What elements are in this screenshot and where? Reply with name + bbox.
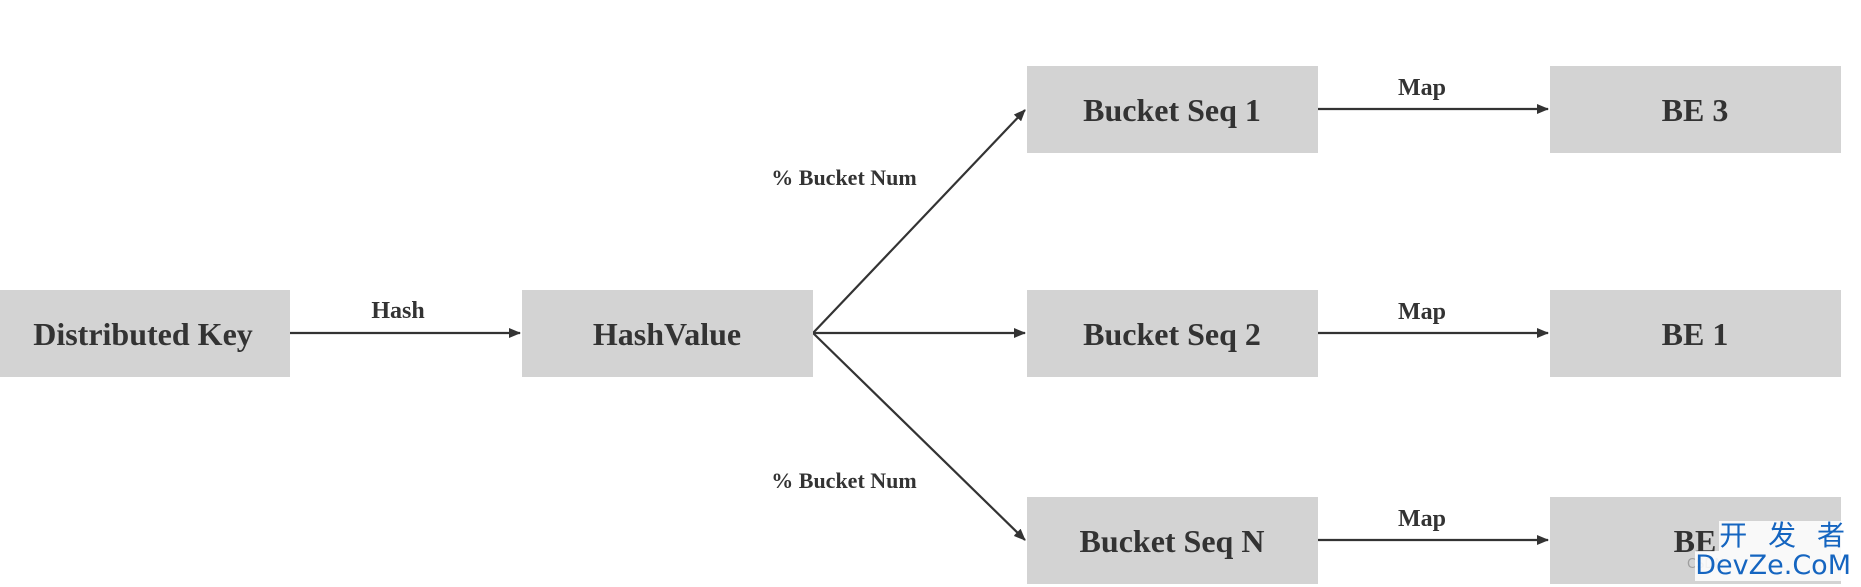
edge-hash-to-bucket-1 — [812, 109, 1026, 334]
edge-label-bucket-num-bottom: % Bucket Num — [771, 468, 916, 493]
node-bucket-seq-n: Bucket Seq N — [1027, 497, 1318, 584]
edge-label-map-1: Map — [1398, 75, 1446, 101]
edge-label-bucket-num-top: % Bucket Num — [771, 165, 916, 190]
node-bucket-seq-n-label: Bucket Seq N — [1080, 523, 1265, 559]
edge-label-map-2: Map — [1398, 299, 1446, 325]
node-be-1: BE 1 — [1550, 290, 1841, 377]
watermark-site-en: DevZe.CoM — [1695, 550, 1851, 581]
edge-hash-to-bucket-n — [812, 332, 1026, 541]
node-bucket-seq-1: Bucket Seq 1 — [1027, 66, 1318, 153]
node-bucket-seq-1-label: Bucket Seq 1 — [1083, 92, 1261, 128]
node-distributed-key-label: Distributed Key — [33, 316, 253, 352]
node-be-3: BE 3 — [1550, 66, 1841, 153]
node-hash-value-label: HashValue — [593, 316, 741, 352]
node-be-1-label: BE 1 — [1662, 316, 1729, 352]
node-be-3-label: BE 3 — [1662, 92, 1729, 128]
node-hash-value: HashValue — [522, 290, 813, 377]
node-bucket-seq-2: Bucket Seq 2 — [1027, 290, 1318, 377]
edge-label-hash: Hash — [371, 298, 424, 324]
watermark-site-cn: 开 发 者 — [1719, 519, 1851, 552]
watermark: CSDN 开 发 者 DevZe.CoM — [1687, 521, 1857, 583]
node-distributed-key: Distributed Key — [0, 290, 290, 377]
node-bucket-seq-2-label: Bucket Seq 2 — [1083, 316, 1261, 352]
edge-label-map-3: Map — [1398, 506, 1446, 532]
